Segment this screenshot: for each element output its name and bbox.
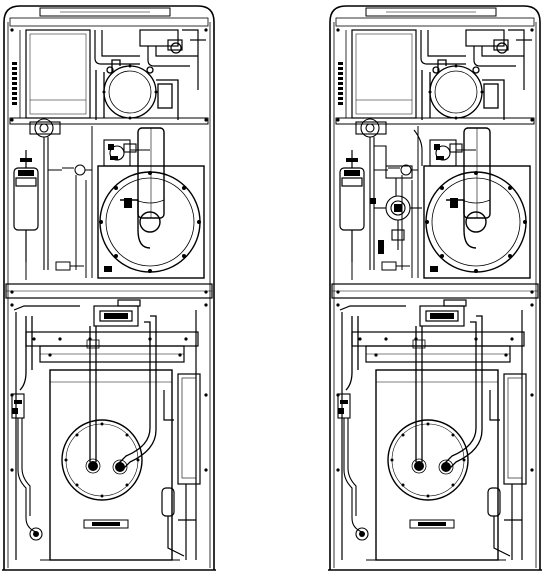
unit-left <box>1 5 217 571</box>
additional-valve-assembly <box>369 129 423 255</box>
unit-right <box>327 5 542 571</box>
